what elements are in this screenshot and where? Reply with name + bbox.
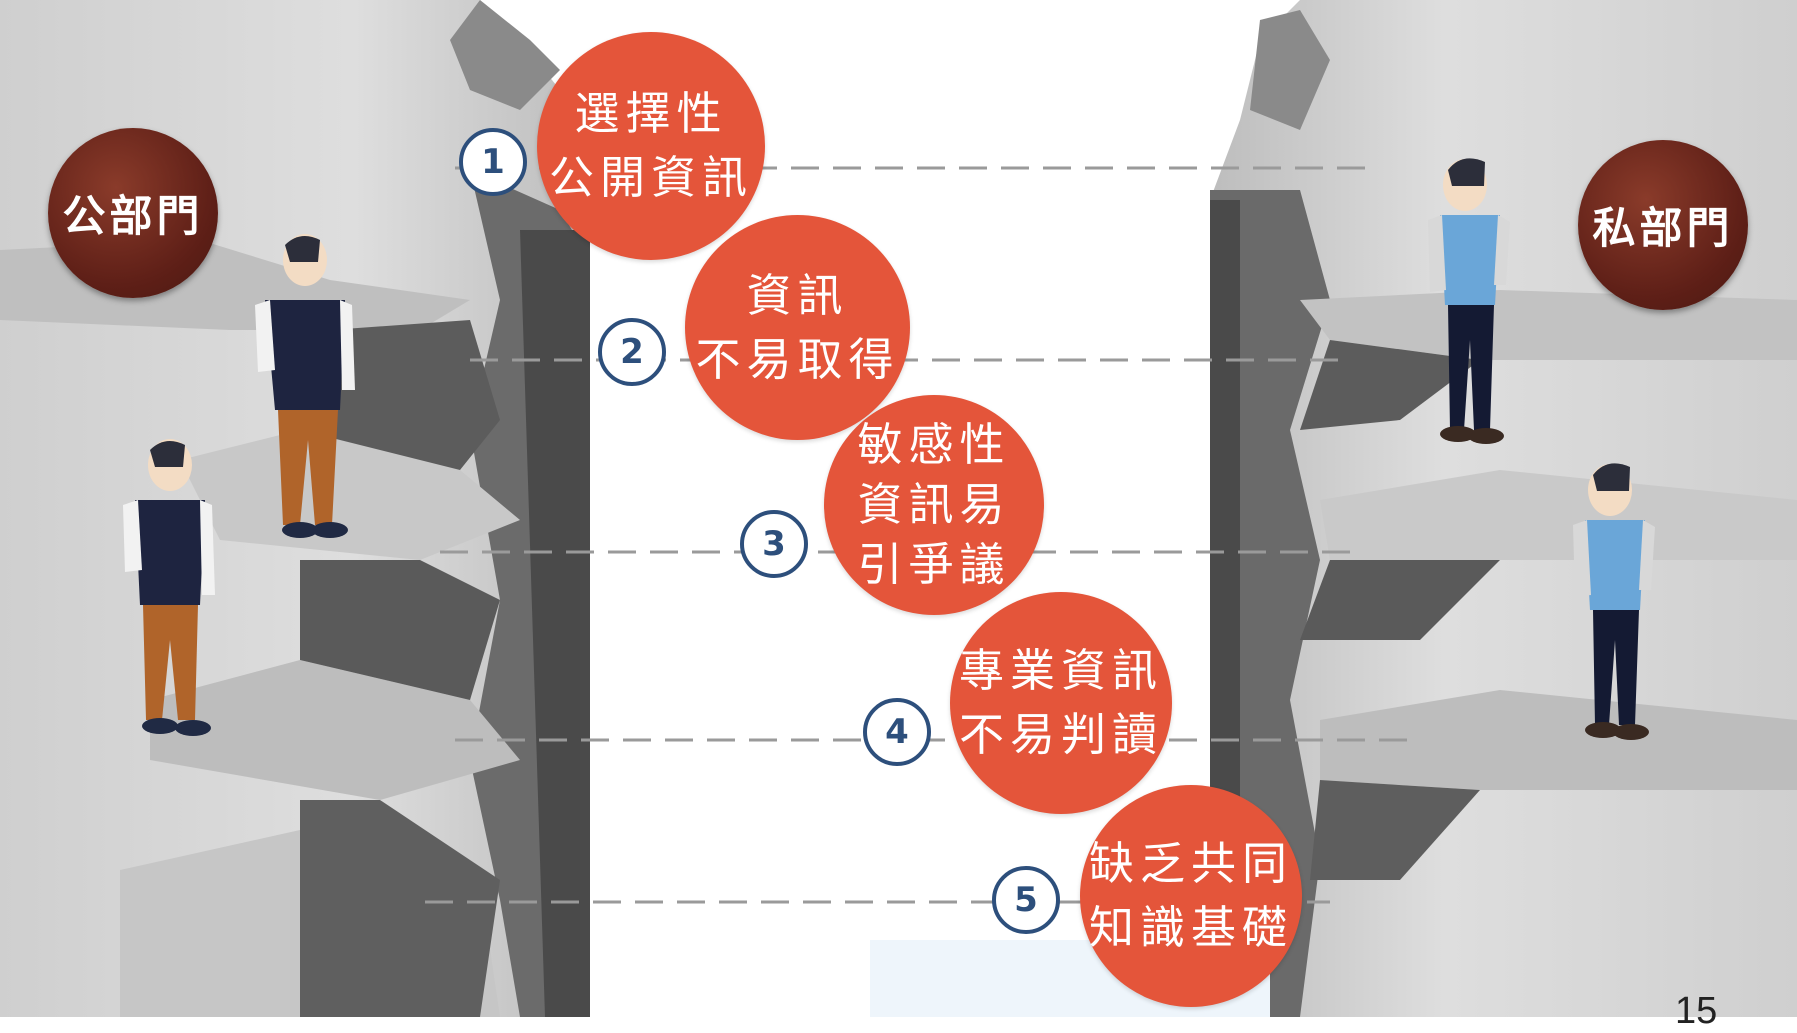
issue-number-4: 4: [863, 698, 931, 766]
person-left-upper: [255, 234, 355, 538]
person-right-lower: [1573, 463, 1655, 740]
issue-4-line-2: 不易判讀: [958, 708, 1163, 761]
issue-3-line-1: 敏感性: [857, 418, 1011, 471]
issue-5-line-1: 缺乏共同: [1088, 837, 1293, 890]
issue-bubble-1: 選擇性 公開資訊: [537, 32, 765, 260]
issue-number-2: 2: [598, 318, 666, 386]
issue-5-line-2: 知識基礎: [1088, 901, 1293, 954]
issue-bubble-4: 專業資訊 不易判讀: [950, 592, 1172, 814]
issue-bubble-3: 敏感性 資訊易 引爭議: [824, 395, 1044, 615]
issue-bubble-2: 資訊 不易取得: [685, 215, 910, 440]
issue-3-line-3: 引爭議: [857, 538, 1011, 591]
private-sector-badge: 私部門: [1578, 140, 1748, 310]
person-left-lower: [123, 439, 215, 736]
issue-3-line-2: 資訊易: [857, 478, 1011, 531]
person-right-upper: [1428, 158, 1510, 444]
page-number: 15: [1675, 990, 1718, 1032]
public-sector-label: 公部門: [62, 192, 204, 242]
issue-1-line-1: 選擇性: [574, 87, 728, 140]
issue-4-line-1: 專業資訊: [958, 644, 1163, 697]
issue-2-line-2: 不易取得: [695, 332, 900, 386]
issue-bubble-5: 缺乏共同 知識基礎: [1080, 785, 1302, 1007]
issue-number-5: 5: [992, 866, 1060, 934]
issue-number-1: 1: [459, 128, 527, 196]
private-sector-label: 私部門: [1592, 204, 1734, 254]
issue-2-line-1: 資訊: [746, 268, 849, 322]
public-sector-badge: 公部門: [48, 128, 218, 298]
issue-1-line-2: 公開資訊: [548, 151, 753, 204]
issue-number-3: 3: [740, 510, 808, 578]
